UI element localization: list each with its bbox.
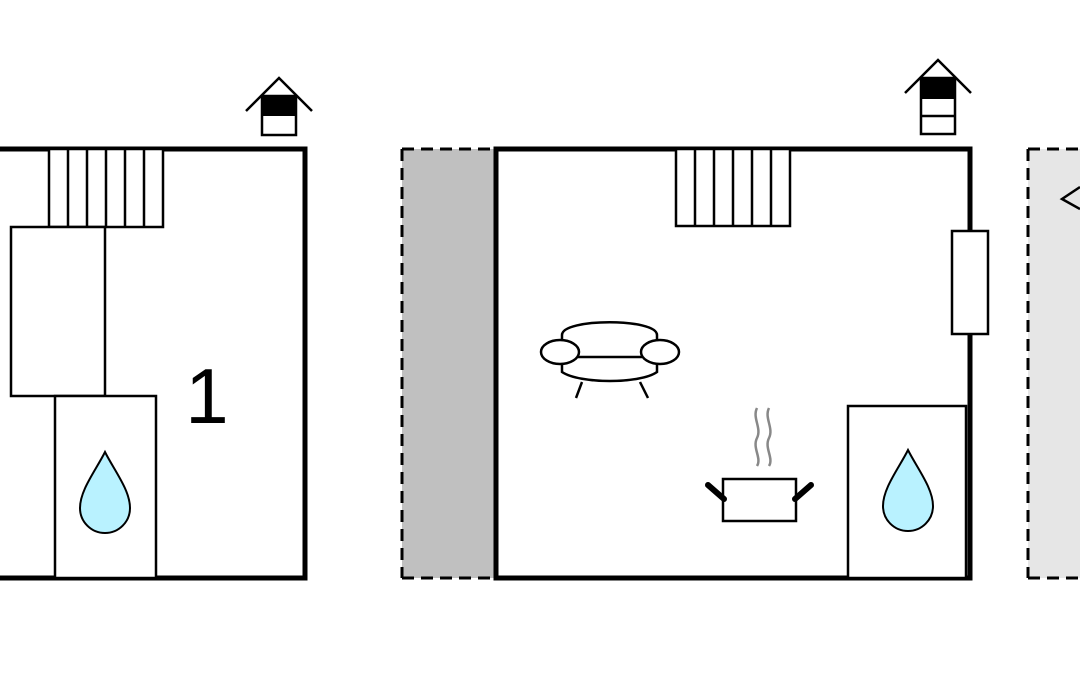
room-number: 1 (185, 352, 228, 440)
window-icon (950, 229, 990, 336)
house-entrance-icon (245, 76, 313, 137)
room-left-partition (9, 225, 107, 398)
shaded-area-left (400, 147, 495, 580)
water-drop-icon (78, 449, 132, 534)
room-middle (493, 58, 990, 581)
sofa-icon (539, 321, 681, 399)
stairs-icon (674, 147, 792, 228)
water-drop-icon (881, 447, 935, 532)
house-entrance-icon (904, 58, 972, 136)
stairs-icon (47, 147, 165, 229)
cooking-pot-icon (705, 407, 814, 523)
partial-icon (1059, 185, 1080, 211)
room-left: 1 (0, 76, 313, 581)
shaded-area-right (1026, 147, 1080, 580)
